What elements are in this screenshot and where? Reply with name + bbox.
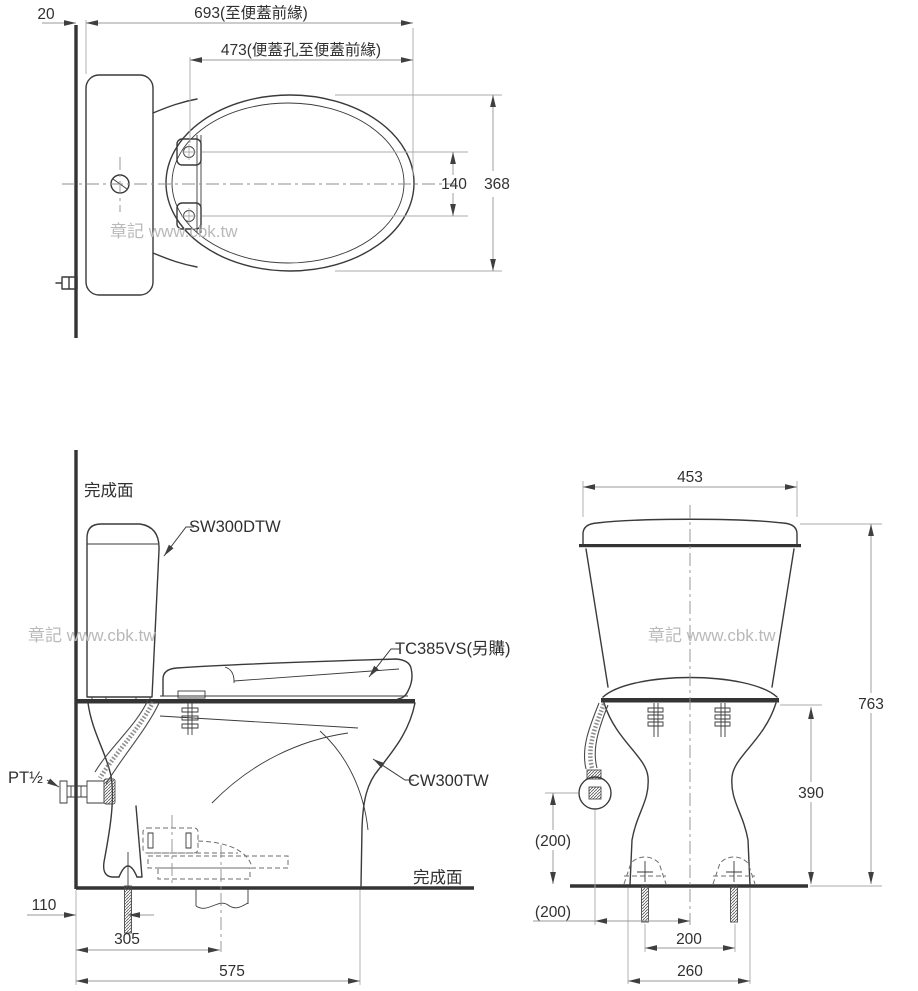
dim-text-hole-spacing: 140 xyxy=(441,176,467,193)
dim-text-base-width: 260 xyxy=(677,963,703,980)
side-view-wall-floor xyxy=(74,450,474,890)
leader-bowl-model xyxy=(372,758,414,781)
side-view-labels: 完成面 SW300DTW TC385VS(另購) CW300TW PT½ 完成面 xyxy=(8,481,511,887)
dim-text-lid-width: 368 xyxy=(484,176,510,193)
dim-text-overall: 693(至便蓋前緣) xyxy=(194,4,308,22)
tank-lid-seam-front xyxy=(579,544,801,548)
label-water-inlet: PT½ xyxy=(8,769,43,787)
tank-body-front xyxy=(585,548,795,688)
dim-text-inlet-offset: (200) xyxy=(535,904,571,921)
flange-body xyxy=(147,840,289,880)
bowl-front-profile xyxy=(360,702,416,887)
dim-text-inlet-height: (200) xyxy=(535,833,571,850)
flange-top xyxy=(142,827,199,854)
anchor-bolt-left xyxy=(641,885,649,923)
tank-bowl-connectors xyxy=(152,98,198,268)
watermark-top: 章記 www.cbk.tw xyxy=(110,222,238,241)
side-view: 110 305 575 完成面 SW300DTW TC385VS(另購) CW3… xyxy=(8,450,511,985)
bowl-front-outline xyxy=(603,702,777,886)
side-view-geometry xyxy=(59,523,416,952)
watermark-side: 章記 www.cbk.tw xyxy=(28,626,156,645)
label-finished-wall: 完成面 xyxy=(84,481,134,500)
bowl-rim-shelf xyxy=(76,699,415,704)
dim-text-bolt-spacing: 200 xyxy=(676,931,702,948)
supply-stub-plan xyxy=(55,276,78,290)
side-view-dimensions: 110 305 575 xyxy=(27,897,360,984)
dim-text-tank-width: 453 xyxy=(677,469,703,486)
anchor-bolt-right xyxy=(730,885,738,923)
anchor-bolt-crosses xyxy=(637,861,742,882)
drain-flange-dashed xyxy=(142,827,289,880)
top-view-extension-lines xyxy=(85,20,502,272)
bowl-interior-lines xyxy=(159,715,369,831)
label-finished-floor: 完成面 xyxy=(413,868,463,887)
soil-pipe-below-floor xyxy=(195,888,249,909)
angle-valve-knob xyxy=(103,778,116,805)
dim-text-bowl-height: 390 xyxy=(798,785,824,802)
front-view-extension-lines xyxy=(545,481,882,984)
leader-seat-model xyxy=(368,648,400,678)
top-view-geometry xyxy=(55,74,415,296)
leader-water-inlet xyxy=(46,778,60,788)
angle-valve-body xyxy=(59,780,105,804)
label-bowl-model: CW300TW xyxy=(408,772,489,790)
leader-tank-model xyxy=(163,526,194,557)
label-seat-model: TC385VS(另購) xyxy=(395,639,511,658)
drain-centerlines xyxy=(171,815,222,952)
lid-plan-inner-line xyxy=(171,102,405,264)
supply-hose-braid-side xyxy=(98,701,156,780)
seat-hinge-bracket xyxy=(177,690,206,699)
flange-bolts xyxy=(147,832,192,849)
supply-hose-front xyxy=(583,702,609,770)
label-tank-model: SW300DTW xyxy=(189,518,281,536)
dim-text-bolt-from-wall: 110 xyxy=(32,897,57,914)
seat-lid-outline xyxy=(162,658,413,700)
seat-bolts-front xyxy=(647,703,731,737)
lid-plan-outline xyxy=(165,94,415,272)
hinge-hole-crosshairs xyxy=(181,144,197,224)
dim-text-overall-height: 763 xyxy=(858,696,884,713)
top-view-dimensions: 20 693(至便蓋前緣) 473(便蓋孔至便蓋前緣) 140 368 xyxy=(37,4,510,271)
watermark-front: 章記 www.cbk.tw xyxy=(648,626,776,645)
bowl-back-profile xyxy=(87,702,143,878)
tank-plan-outline xyxy=(85,74,154,296)
dim-text-outlet-from-wall: 305 xyxy=(114,931,140,948)
front-view-dimensions: 453 763 390 (200) (200) 200 260 xyxy=(533,469,884,984)
dim-text-front-from-wall: 575 xyxy=(219,963,245,980)
tank-lid-front xyxy=(582,518,798,546)
top-view: 20 693(至便蓋前緣) 473(便蓋孔至便蓋前緣) 140 368 章記 w… xyxy=(37,4,510,338)
floor-bolt-below xyxy=(124,885,132,934)
supply-hose-braid-front xyxy=(588,703,607,769)
tank-side-outline xyxy=(86,523,160,698)
valve-stem-front xyxy=(586,769,602,780)
dim-text-hinge-to-front: 473(便蓋孔至便蓋前緣) xyxy=(221,41,381,59)
front-view: 453 763 390 (200) (200) 200 260 章記 www.c… xyxy=(533,469,884,984)
water-inlet-circle xyxy=(578,776,612,810)
anchor-caps-dashed xyxy=(623,856,756,885)
water-inlet-core xyxy=(588,786,602,800)
seat-seam-lines xyxy=(160,666,408,697)
seat-fixing-bolt xyxy=(181,703,199,735)
supply-hose-side xyxy=(94,699,160,785)
dim-text-wall-gap: 20 xyxy=(37,6,55,23)
